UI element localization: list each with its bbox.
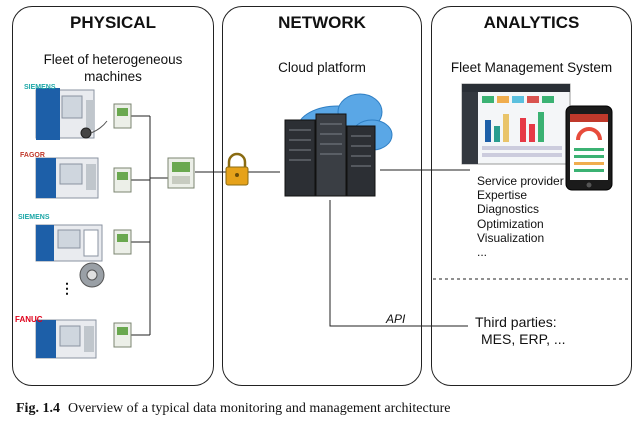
service-item: Optimization <box>477 216 544 231</box>
service-list: Service provider Expertise Diagnostics O… <box>477 174 564 259</box>
dashboard-screenshot <box>461 83 571 165</box>
edge-module-1 <box>113 103 132 129</box>
gateway-icon <box>167 157 195 189</box>
probe-device-icon <box>79 262 105 288</box>
brand-label-siemens-2: SIEMENS <box>18 214 50 221</box>
analytics-subtitle: Fleet Management System <box>450 60 613 75</box>
brand-label-fanuc: FANUC <box>15 315 43 324</box>
network-panel: NETWORK Cloud platform <box>222 6 422 386</box>
sensor-icon <box>80 120 108 139</box>
service-item: Service provider <box>477 174 564 188</box>
machine-3 <box>35 224 103 262</box>
third-parties-label: Third parties: <box>475 314 557 330</box>
api-label: API <box>386 312 406 326</box>
network-subtitle: Cloud platform <box>278 60 366 75</box>
brand-label-siemens-1: SIEMENS <box>24 84 56 91</box>
lock-icon <box>225 152 249 186</box>
physical-subtitle-line1: Fleet of heterogeneous <box>43 52 183 67</box>
analytics-panel: ANALYTICS Fleet Management System <box>431 6 632 386</box>
machine-2 <box>35 157 99 199</box>
service-item: Diagnostics <box>477 202 540 217</box>
physical-title: PHYSICAL <box>70 13 156 32</box>
service-item: ... <box>477 245 488 260</box>
machine-connector-lines <box>130 115 470 336</box>
physical-subtitle-line2: machines <box>84 69 142 84</box>
edge-module-3 <box>113 229 132 255</box>
figure-caption-text: Overview of a typical data monitoring an… <box>67 401 451 416</box>
service-item: Expertise <box>477 188 528 203</box>
edge-module-2 <box>113 167 132 193</box>
brand-label-fagor: FAGOR <box>20 152 45 159</box>
figure-caption: Fig. 1.4 Overview of a typical data monit… <box>16 401 450 417</box>
server-rack-icon <box>284 113 376 197</box>
machine-4 <box>35 319 97 359</box>
smartphone-icon <box>565 105 613 191</box>
analytics-title: ANALYTICS <box>483 13 580 32</box>
figure-label: Fig. 1.4 <box>16 401 60 416</box>
third-parties-systems: MES, ERP, ... <box>481 331 566 347</box>
edge-module-4 <box>113 322 132 348</box>
network-title: NETWORK <box>278 13 366 32</box>
more-machines-ellipsis: ⋮ <box>60 280 74 296</box>
service-item: Visualization <box>477 230 545 245</box>
